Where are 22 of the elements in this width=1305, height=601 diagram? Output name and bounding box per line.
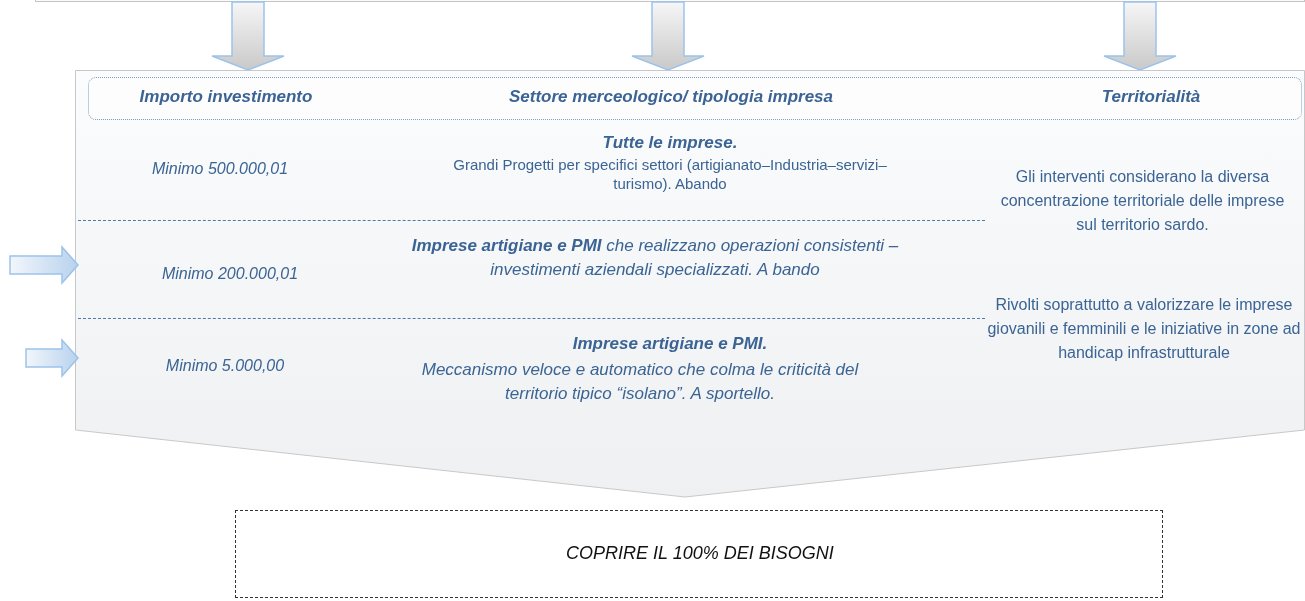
description-text: Imprese artigiane e PMI che realizzano operazioni consistenti – investimenti aziendali specializzati. A bando [410, 235, 900, 281]
dashed-box [235, 510, 1163, 598]
block-arrow [631, 1, 705, 71]
column-heading: Settore merceologico/ tipologia impresa [508, 87, 834, 107]
amount-text: Minimo 5.000,00 [164, 357, 286, 375]
block-arrow [25, 338, 79, 378]
chevron-panel [75, 70, 1305, 498]
body-text: Gli interventi considerano la diversa concentrazione territoriale delle imprese sul territorio sardo. [999, 167, 1286, 235]
block-arrow [9, 245, 79, 285]
amount-text: Minimo 500.000,01 [150, 160, 290, 178]
amount-text: Minimo 200.000,01 [160, 265, 300, 283]
description-text: Meccanismo veloce e automatico che colma le criticità del territorio tipico “isolano”. A sportello. [420, 359, 860, 405]
description-text: Grandi Progetti per specifici settori (artigianato–Industria–servizi–turismo). Abando [452, 155, 888, 193]
box-text: COPRIRE IL 100% DEI BISOGNI [565, 543, 835, 564]
row-heading: Imprese artigiane e PMI. [571, 334, 769, 354]
column-heading: Territorialità [1100, 87, 1202, 107]
header-band [88, 77, 1302, 120]
row-heading: Tutte le imprese. [601, 133, 739, 153]
body-text: Rivolti soprattutto a valorizzare le imprese giovanili e femminili e le iniziative in zone ad handicap infrastrutturale [986, 295, 1302, 363]
column-heading: Importo investimento [138, 87, 314, 107]
block-arrow [211, 1, 285, 71]
block-arrow [1103, 1, 1177, 71]
